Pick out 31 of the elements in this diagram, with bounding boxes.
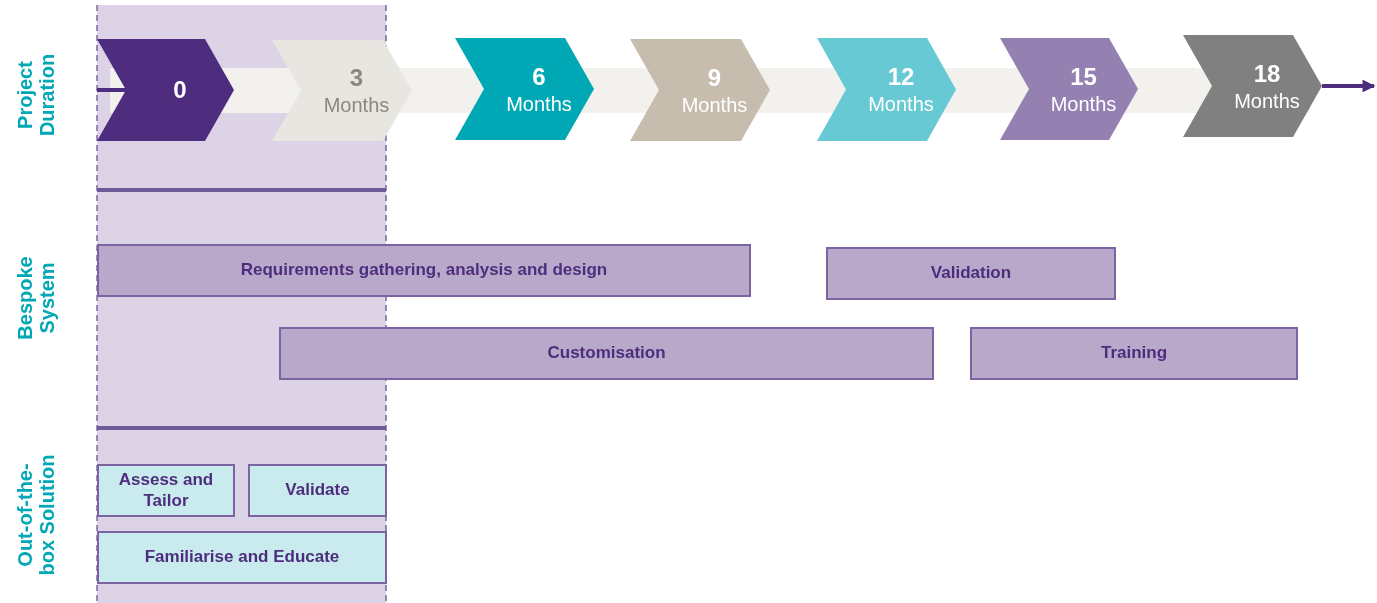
milestone-number: 15	[1070, 61, 1097, 92]
solution-task-bar: Familiarise and Educate	[97, 531, 387, 584]
milestone-number: 3	[349, 63, 364, 93]
milestone-number: 18	[1253, 58, 1281, 89]
milestone-number: 12	[887, 62, 915, 92]
row-heading: Out-of-the- box Solution	[14, 454, 58, 576]
milestone-marker	[1000, 38, 1138, 140]
milestone-marker	[455, 38, 594, 140]
milestone-unit: Months	[323, 93, 390, 118]
row-heading: Project Duration	[14, 53, 58, 137]
milestone-marker	[817, 38, 956, 141]
milestone-number: 0	[173, 75, 187, 105]
milestone-marker	[272, 40, 412, 141]
milestone-number: 9	[707, 62, 722, 93]
task-bar: Training	[970, 327, 1298, 380]
task-bar: Validation	[826, 247, 1116, 300]
milestone-unit: Months	[1234, 88, 1300, 114]
task-bar: Customisation	[279, 327, 934, 380]
milestone-unit: Months	[1050, 91, 1117, 117]
milestone-unit: Months	[681, 92, 748, 118]
milestone-unit: Months	[868, 92, 934, 117]
milestone-number: 6	[532, 61, 546, 92]
milestone-marker	[1183, 35, 1322, 137]
solution-task-bar: Assess and Tailor	[97, 464, 235, 517]
timeline-arrow	[1322, 79, 1376, 93]
task-bar: Requirements gathering, analysis and design	[97, 244, 751, 297]
milestone-marker	[97, 39, 234, 141]
row-heading: Bespoke System	[14, 256, 58, 340]
milestone-unit: Months	[506, 91, 572, 117]
solution-task-bar: Validate	[248, 464, 387, 517]
milestone-marker	[630, 39, 770, 141]
